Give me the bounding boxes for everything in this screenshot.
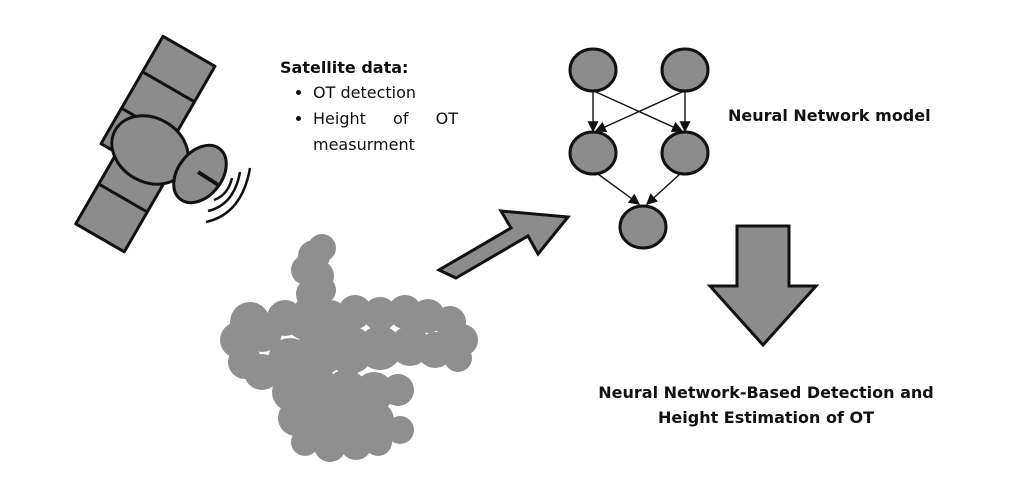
satellite-icon [74,34,252,254]
arrow-down-icon [706,224,820,348]
signal-waves-icon [205,167,252,224]
cloud-blob [340,428,372,460]
satellite-data-list: OT detection Height of OT measurment [293,80,458,158]
cloud-blob [382,374,414,406]
nn-node-hidden-1 [568,130,618,176]
cloud-blob [364,428,392,456]
cloud-blob [308,234,336,262]
cloud-blob [308,276,336,304]
arrow-right-icon [435,209,571,280]
result-title-line-1: Neural Network-Based Detection and [598,383,934,402]
cloud-blob [314,430,346,462]
result-title-line-2: Height Estimation of OT [658,408,874,427]
cloud-blob [354,372,394,412]
satellite-data-title: Satellite data: [280,58,409,77]
cloud-blob [386,416,414,444]
nn-node-input-2 [660,47,710,93]
neural-network-label: Neural Network model [728,106,931,125]
list-item: Height of OT measurment [313,106,458,158]
neural-network-icon [568,47,710,250]
cloud-blob [338,295,372,329]
nn-node-input-1 [568,47,618,93]
list-item: OT detection [313,80,458,106]
cloud-blob [291,428,319,456]
nn-node-hidden-2 [660,130,710,176]
result-title: Neural Network-Based Detection and Heigh… [580,380,952,430]
nn-node-output [618,204,668,250]
cloud-blob [358,402,394,438]
cloud-blob [358,326,402,370]
cloud-icon [220,234,478,462]
cloud-blob [363,297,397,331]
cloud-blob [417,332,453,368]
